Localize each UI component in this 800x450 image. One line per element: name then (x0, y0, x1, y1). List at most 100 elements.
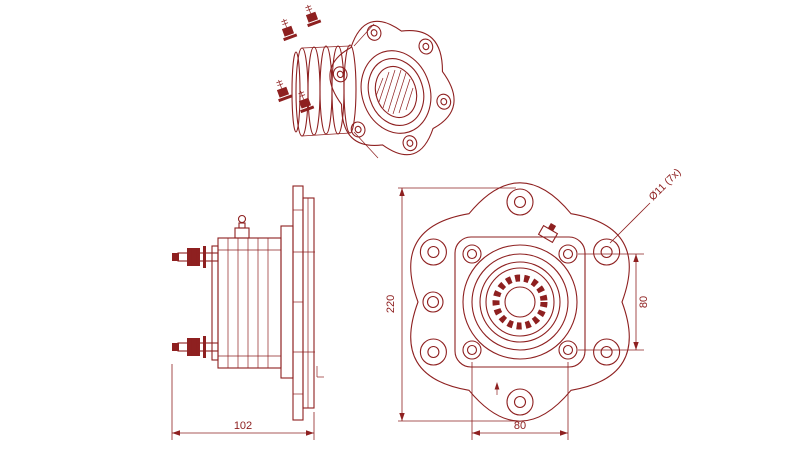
bolt-boss (506, 188, 534, 216)
bolt-boss (435, 92, 453, 111)
arrowhead (306, 430, 314, 436)
stud-nut (187, 248, 200, 266)
hole-callout: Ø11 (7x) (609, 166, 684, 244)
iso-bearing-bore (360, 50, 432, 134)
dim-label-overall-depth: 102 (234, 420, 252, 432)
arrowhead (399, 188, 405, 196)
bearing-inner-circle (485, 267, 555, 337)
arrowhead (633, 342, 639, 350)
mounting-square (454, 236, 586, 368)
dimension-220: 220 (385, 187, 516, 422)
front-view (410, 182, 630, 422)
dimension-80-right: 80 (578, 253, 650, 351)
bolt-hole (426, 295, 440, 309)
bolt-thread-tick (277, 83, 284, 87)
hole-callout-label: Ø11 (7x) (647, 166, 684, 203)
bolt-boss (422, 291, 444, 313)
bolt-washer (278, 94, 293, 103)
body-rib (295, 47, 309, 137)
leader-line (609, 202, 651, 244)
bore-ring (374, 65, 418, 119)
bolt-boss (593, 338, 621, 366)
arrowhead (399, 413, 405, 421)
dimension-80-bottom: 80 (471, 362, 569, 440)
bolt-boss (506, 388, 534, 416)
stud-nut (187, 338, 200, 356)
corner-boss (462, 340, 482, 360)
corner-hole (466, 248, 478, 260)
bolt-thread-tick (281, 19, 288, 23)
bolt-boss (417, 37, 435, 56)
mounting-face-edge (302, 197, 315, 409)
breather-ball (237, 214, 247, 224)
body-rib (343, 44, 357, 134)
dim-label-bolt-spacing-vertical: 80 (638, 296, 650, 308)
stud-bolt (276, 79, 293, 103)
bolt-washer (307, 19, 322, 28)
bolt-hole (600, 345, 613, 359)
intermediate-plate (280, 225, 294, 379)
silhouette-edge (353, 23, 375, 47)
bore-ring (360, 50, 432, 134)
bolt-washer (300, 105, 315, 114)
bearing-housing-circle (471, 253, 569, 351)
corner-boss (558, 244, 578, 264)
housing-body (217, 237, 282, 369)
bolt-nut (305, 11, 319, 23)
corner-hole (466, 344, 478, 356)
body-top-edge (301, 45, 351, 49)
bolt-thread-tick (276, 80, 283, 84)
stud-end (172, 253, 179, 261)
bolt-washer (283, 33, 298, 42)
stud-bolt (281, 18, 298, 42)
bolt-hole (440, 98, 447, 106)
bolt-hole (600, 245, 613, 259)
breather-plug (537, 222, 559, 244)
bolt-thread-tick (306, 8, 313, 12)
bolt-boss (365, 24, 383, 43)
dim-label-overall-height: 220 (385, 295, 397, 313)
bore-ring (367, 58, 425, 126)
bolt-hole (513, 395, 527, 409)
bearing-hatching (375, 69, 414, 115)
bolt-hole (427, 345, 440, 359)
side-view (172, 185, 324, 421)
stud-washer (203, 246, 206, 268)
corner-boss (558, 340, 578, 360)
bolt-hole (370, 29, 377, 37)
stud-washer (203, 336, 206, 358)
iso-flange (317, 5, 468, 172)
bolt-thread-tick (282, 22, 289, 26)
stud-bolt (305, 4, 322, 28)
stud-bolt (298, 90, 315, 114)
arrowhead (633, 254, 639, 262)
bolt-hole (422, 43, 429, 51)
body-rib (307, 46, 321, 136)
orientation-arrowhead (494, 382, 500, 390)
body-bottom-edge (301, 132, 351, 137)
pilot-circle (462, 244, 578, 360)
isometric-view (276, 4, 468, 172)
bolt-thread (300, 90, 304, 100)
bolt-hole (513, 195, 527, 209)
bolt-thread (283, 18, 287, 28)
body-end-cap (211, 245, 219, 361)
bearing-circle (479, 261, 561, 343)
flange-outline (317, 5, 468, 172)
arrowhead (560, 430, 568, 436)
body-end-cap (291, 51, 301, 133)
spline-hub (492, 274, 548, 330)
corner-boss (462, 244, 482, 264)
bolt-thread-tick (298, 91, 305, 95)
bolt-hole (427, 245, 440, 259)
flange-plate-edge (292, 185, 304, 421)
plug-body (537, 224, 559, 244)
bolt-boss (419, 338, 447, 366)
bolt-hole (406, 139, 413, 147)
bolt-boss (331, 65, 349, 84)
breather-base (234, 227, 250, 239)
bolt-hole (337, 70, 344, 78)
breather-neck (238, 222, 246, 229)
